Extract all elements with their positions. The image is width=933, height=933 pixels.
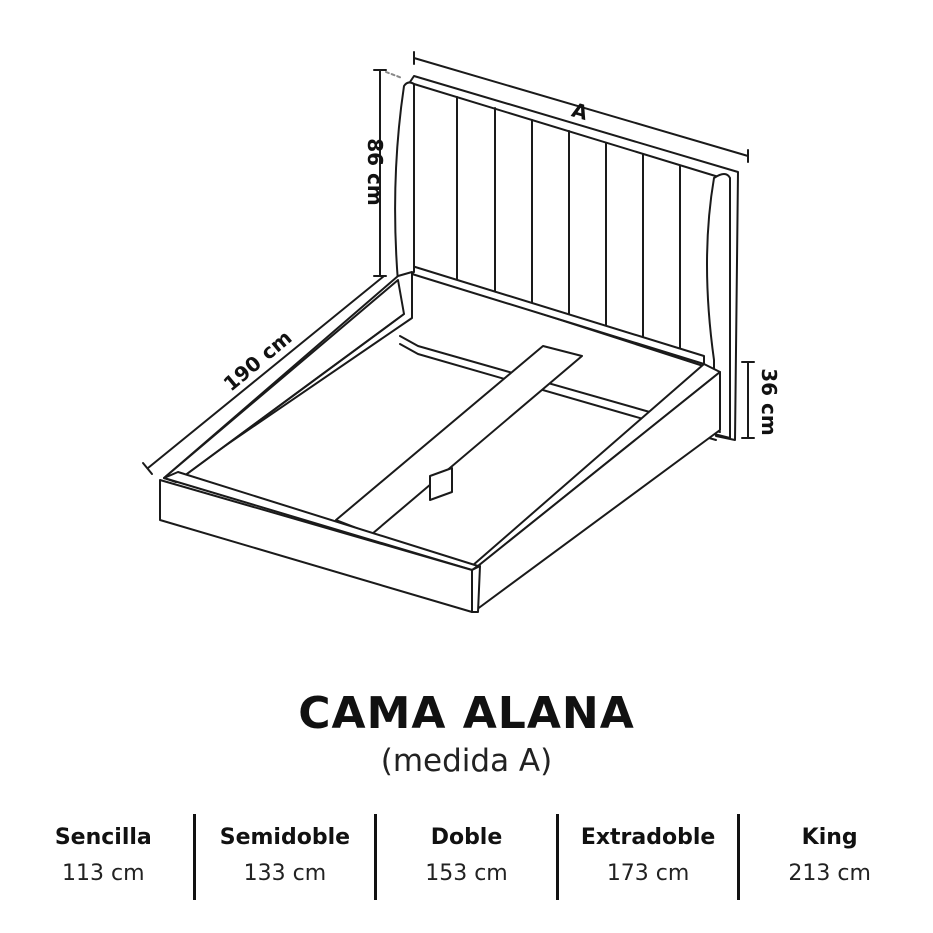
foot-rail	[159, 471, 481, 613]
dimension-width-label: A	[569, 98, 591, 125]
size-value: 153 cm	[425, 861, 508, 886]
product-subtitle: (medida A)	[380, 743, 553, 779]
dimension-height-line	[741, 361, 755, 439]
size-name: Sencilla	[54, 825, 152, 850]
column-divider	[737, 814, 741, 900]
bed-line-drawing: A 86 cm 190 cm 36 cm	[142, 51, 781, 613]
headboard-right-wing	[706, 173, 731, 439]
column-divider	[374, 814, 378, 900]
size-name: Semidoble	[219, 825, 351, 850]
column-divider	[192, 814, 196, 900]
dimension-length-line	[142, 275, 385, 475]
dimension-headboard-label: 86 cm	[363, 138, 387, 206]
size-value: 173 cm	[606, 861, 690, 886]
size-name: Doble	[430, 825, 503, 850]
size-name: King	[801, 825, 858, 850]
size-value: 133 cm	[243, 861, 327, 886]
size-option-sencilla: Sencilla 113 cm	[14, 814, 193, 900]
size-option-extradoble: Extradoble 173 cm	[559, 814, 738, 900]
left-side-rail	[163, 271, 413, 483]
size-option-king: King 213 cm	[740, 814, 919, 900]
column-divider	[555, 814, 559, 900]
product-title: CAMA ALANA	[298, 688, 635, 739]
size-option-doble: Doble 153 cm	[377, 814, 556, 900]
headboard	[405, 75, 739, 441]
size-value: 213 cm	[788, 861, 871, 886]
size-name: Extradoble	[580, 825, 716, 850]
headboard-left-wing	[394, 81, 415, 283]
dimension-width-line	[413, 51, 749, 163]
size-table: Sencilla 113 cm Semidoble 133 cm Doble 1…	[14, 814, 919, 900]
size-option-semidoble: Semidoble 133 cm	[196, 814, 375, 900]
dimension-height-label: 36 cm	[757, 368, 781, 436]
size-value: 113 cm	[62, 861, 145, 886]
